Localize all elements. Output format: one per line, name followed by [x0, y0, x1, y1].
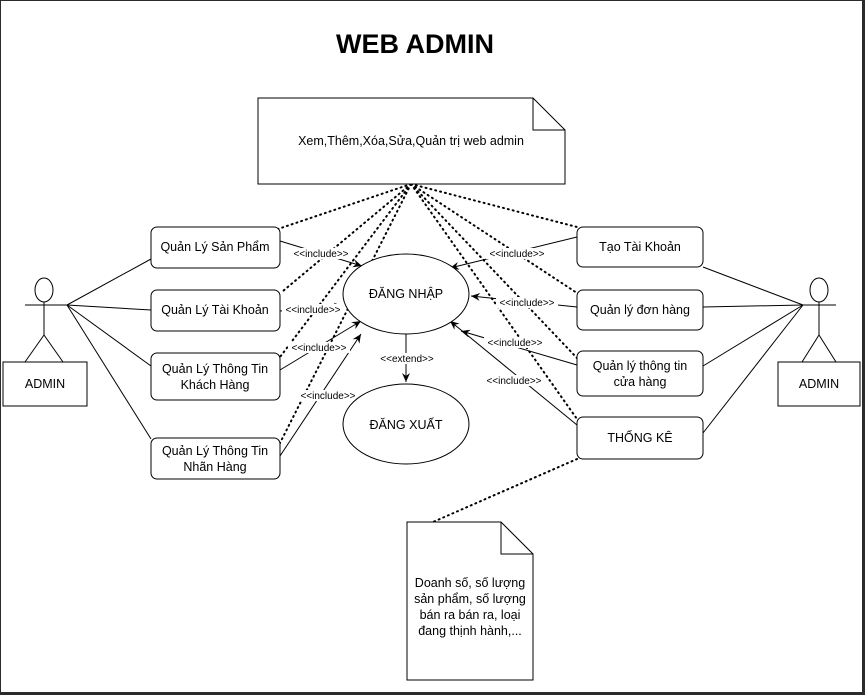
extend-label: <<extend>>	[380, 354, 434, 365]
use-case-quan-ly-san-pham: Quản Lý Sản Phẩm	[150, 226, 281, 269]
svg-text:cửa hàng: cửa hàng	[614, 375, 667, 389]
include-arrow-thong-ke	[449, 320, 578, 426]
note-bottom: Doanh số, số lượng sản phẩm, số lượng bá…	[406, 521, 534, 681]
svg-text:Tạo Tài Khoản: Tạo Tài Khoản	[599, 240, 681, 254]
svg-text:Quản lý đơn hàng: Quản lý đơn hàng	[590, 303, 690, 317]
note-top: Xem,Thêm,Xóa,Sửa,Quản trị web admin	[257, 97, 566, 185]
svg-text:Nhãn Hàng: Nhãn Hàng	[183, 460, 246, 474]
svg-text:THỐNG KÊ: THỐNG KÊ	[607, 430, 672, 445]
actor-right: ADMIN	[777, 277, 861, 407]
actor-right-label: ADMIN	[799, 377, 839, 391]
associations	[66, 258, 804, 440]
svg-text:Quản Lý Tài Khoản: Quản Lý Tài Khoản	[161, 303, 269, 317]
include-label: <<include>>	[300, 391, 355, 402]
note-bottom-line-3: bán ra bán ra, loại	[420, 608, 521, 622]
actor-left-label: ADMIN	[25, 377, 65, 391]
svg-text:ĐĂNG XUẤT: ĐĂNG XUẤT	[370, 417, 443, 432]
include-label: <<include>>	[487, 338, 542, 349]
svg-text:Quản lý thông tin: Quản lý thông tin	[593, 359, 688, 373]
note-bottom-line-4: đang thịnh hành,...	[418, 624, 522, 638]
actor-left: ADMIN	[2, 277, 88, 407]
include-label: <<include>>	[499, 298, 554, 309]
diagram-title: WEB ADMIN	[336, 29, 494, 59]
use-case-quan-ly-don-hang: Quản lý đơn hàng	[576, 289, 704, 331]
note-bottom-line-1: Doanh số, số lượng	[415, 576, 525, 590]
use-case-dang-xuat: ĐĂNG XUẤT	[342, 383, 470, 465]
svg-text:Quản Lý Sản Phẩm: Quản Lý Sản Phẩm	[160, 240, 269, 254]
include-label: <<include>>	[489, 249, 544, 260]
svg-text:Quản Lý Thông Tin: Quản Lý Thông Tin	[162, 362, 268, 376]
relation-labels: <<include>> <<include>> <<include>> <<in…	[282, 248, 558, 402]
use-case-quan-ly-nhan-hang: Quản Lý Thông Tin Nhãn Hàng	[150, 437, 281, 480]
use-case-dang-nhap: ĐĂNG NHẬP	[342, 253, 470, 335]
svg-text:ĐĂNG NHẬP: ĐĂNG NHẬP	[369, 286, 443, 301]
note-top-text: Xem,Thêm,Xóa,Sửa,Quản trị web admin	[298, 134, 524, 148]
include-label: <<include>>	[293, 249, 348, 260]
use-case-quan-ly-cua-hang: Quản lý thông tin cửa hàng	[576, 350, 704, 397]
svg-text:Khách Hàng: Khách Hàng	[181, 378, 250, 392]
use-case-tao-tai-khoan: Tạo Tài Khoản	[576, 226, 704, 268]
include-label: <<include>>	[285, 305, 340, 316]
include-label: <<include>>	[291, 343, 346, 354]
include-label: <<include>>	[486, 376, 541, 387]
use-case-quan-ly-tai-khoan: Quản Lý Tài Khoản	[150, 289, 281, 332]
svg-text:Quản Lý Thông Tin: Quản Lý Thông Tin	[162, 444, 268, 458]
note-bottom-line-2: sản phẩm, số lượng	[414, 592, 526, 606]
use-case-quan-ly-khach-hang: Quản Lý Thông Tin Khách Hàng	[150, 352, 281, 401]
use-case-thong-ke: THỐNG KÊ	[576, 416, 704, 460]
